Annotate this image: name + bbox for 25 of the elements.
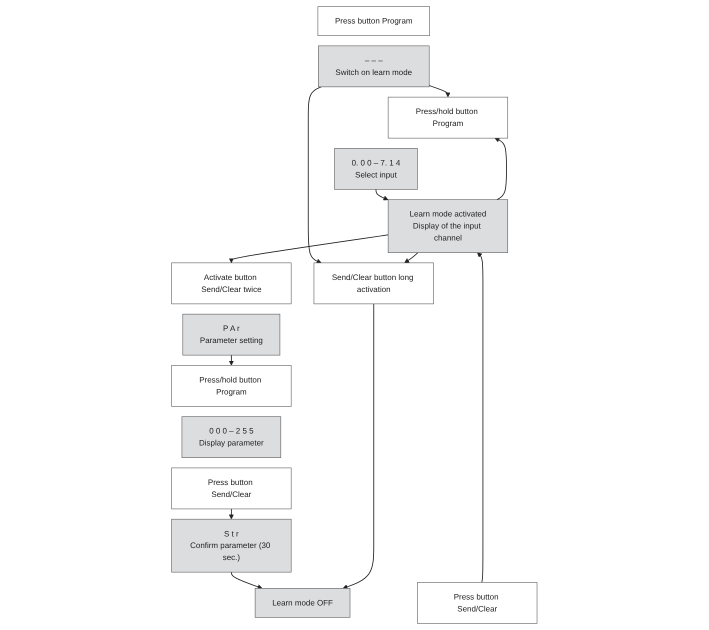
- arrow: [376, 188, 389, 200]
- node-box: [334, 148, 418, 190]
- node-box: [388, 199, 508, 253]
- node-box: [182, 314, 280, 356]
- node-box: [171, 468, 292, 510]
- node-box: [255, 588, 350, 618]
- node-box: [417, 582, 538, 624]
- arrow: [342, 303, 374, 590]
- node-box: [182, 416, 282, 458]
- arrow: [428, 85, 451, 98]
- arrow: [494, 138, 508, 200]
- arrow: [308, 86, 322, 264]
- node-box: [171, 365, 292, 407]
- arrow: [229, 234, 389, 264]
- node-box: [388, 96, 508, 138]
- node-box: [171, 518, 292, 572]
- node-box: [314, 262, 434, 304]
- node-box: [318, 46, 430, 88]
- node-box: [318, 6, 430, 36]
- arrow: [404, 252, 419, 264]
- arrow: [231, 572, 263, 590]
- arrow: [229, 354, 234, 366]
- node-box: [171, 262, 292, 304]
- arrow: [477, 252, 484, 583]
- arrow: [229, 508, 234, 520]
